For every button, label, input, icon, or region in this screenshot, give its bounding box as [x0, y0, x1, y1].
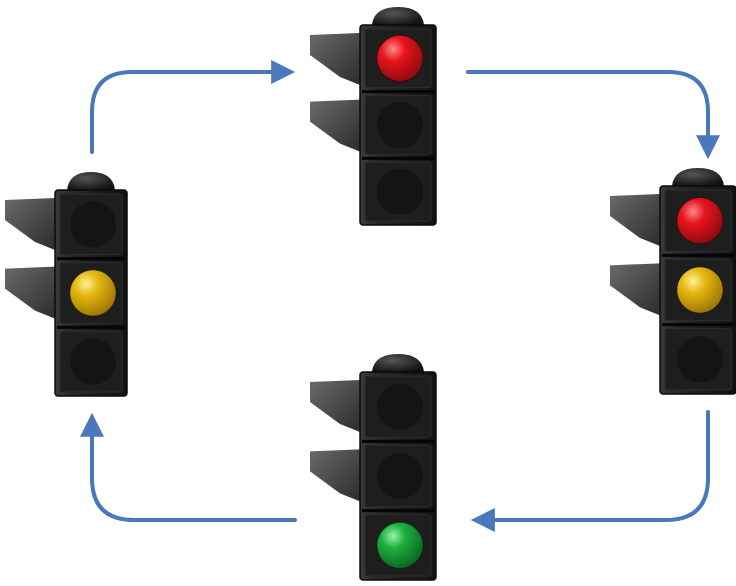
housing-cap — [372, 354, 424, 372]
visor — [310, 449, 360, 502]
traffic-light-top — [310, 7, 437, 226]
arrow-top-to-right — [466, 70, 720, 160]
yellow-lamp-off — [377, 102, 423, 148]
yellow-lamp-lit — [676, 266, 724, 314]
red-lamp-lit — [376, 34, 424, 82]
visor — [5, 266, 55, 319]
arrow-right-to-bottom — [470, 410, 710, 532]
visor — [310, 33, 360, 85]
housing-cap — [372, 7, 424, 25]
arrow-left-to-top — [90, 60, 296, 154]
visor — [310, 380, 360, 432]
yellow-lamp-lit — [69, 269, 117, 317]
traffic-light-bottom — [310, 354, 437, 581]
visor — [610, 194, 660, 246]
visor — [310, 99, 360, 152]
green-lamp-off — [377, 168, 423, 215]
traffic-light-left — [5, 172, 128, 397]
yellow-lamp-off — [377, 453, 423, 499]
green-lamp-off — [70, 338, 116, 385]
housing-cap — [672, 168, 724, 186]
red-lamp-off — [377, 383, 423, 430]
red-lamp-lit — [676, 197, 724, 245]
housing-cap — [67, 172, 115, 190]
visor — [610, 263, 660, 316]
green-lamp-lit — [376, 521, 424, 569]
green-lamp-off — [677, 336, 723, 383]
visor — [5, 198, 55, 250]
traffic-light-right — [610, 168, 736, 395]
arrow-bottom-to-left — [80, 412, 297, 522]
red-lamp-off — [70, 201, 116, 248]
